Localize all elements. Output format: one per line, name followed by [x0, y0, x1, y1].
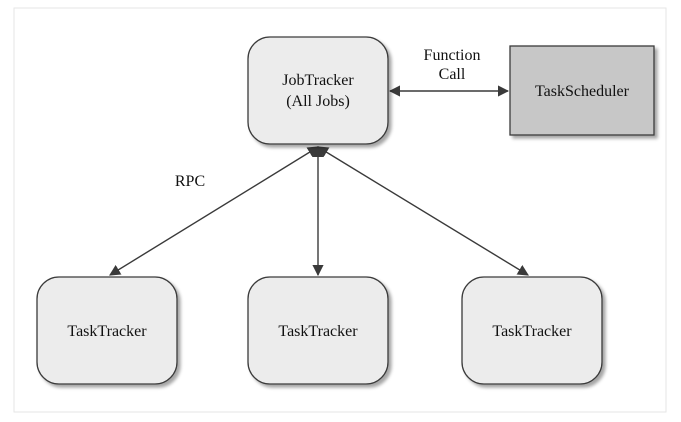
function-call-label-line2: Call: [439, 66, 466, 83]
tasktracker-right-box: [461, 276, 603, 385]
node-jobtracker: JobTracker (All Jobs): [247, 36, 389, 145]
edge-rpc-right: [317, 146, 529, 276]
taskscheduler-label: TaskScheduler: [535, 83, 630, 100]
edge-rpc-left: [109, 146, 319, 276]
node-tasktracker-right: TaskTracker: [461, 276, 603, 385]
jobtracker-label-line1: JobTracker: [282, 72, 354, 89]
tasktracker-left-box: [36, 276, 178, 385]
jobtracker-box: [247, 36, 389, 145]
function-call-label-line1: Function: [424, 47, 481, 64]
taskscheduler-box: [509, 45, 655, 136]
diagram-frame: [13, 7, 667, 413]
node-taskscheduler: TaskScheduler: [509, 45, 655, 136]
tasktracker-right-label: TaskTracker: [492, 323, 572, 340]
jobtracker-label-line2: (All Jobs): [286, 93, 350, 110]
node-tasktracker-left: TaskTracker: [36, 276, 178, 385]
tasktracker-center-label: TaskTracker: [278, 323, 358, 340]
tasktracker-left-label: TaskTracker: [67, 323, 147, 340]
tasktracker-center-box: [247, 276, 389, 385]
rpc-label: RPC: [175, 173, 205, 190]
node-tasktracker-center: TaskTracker: [247, 276, 389, 385]
